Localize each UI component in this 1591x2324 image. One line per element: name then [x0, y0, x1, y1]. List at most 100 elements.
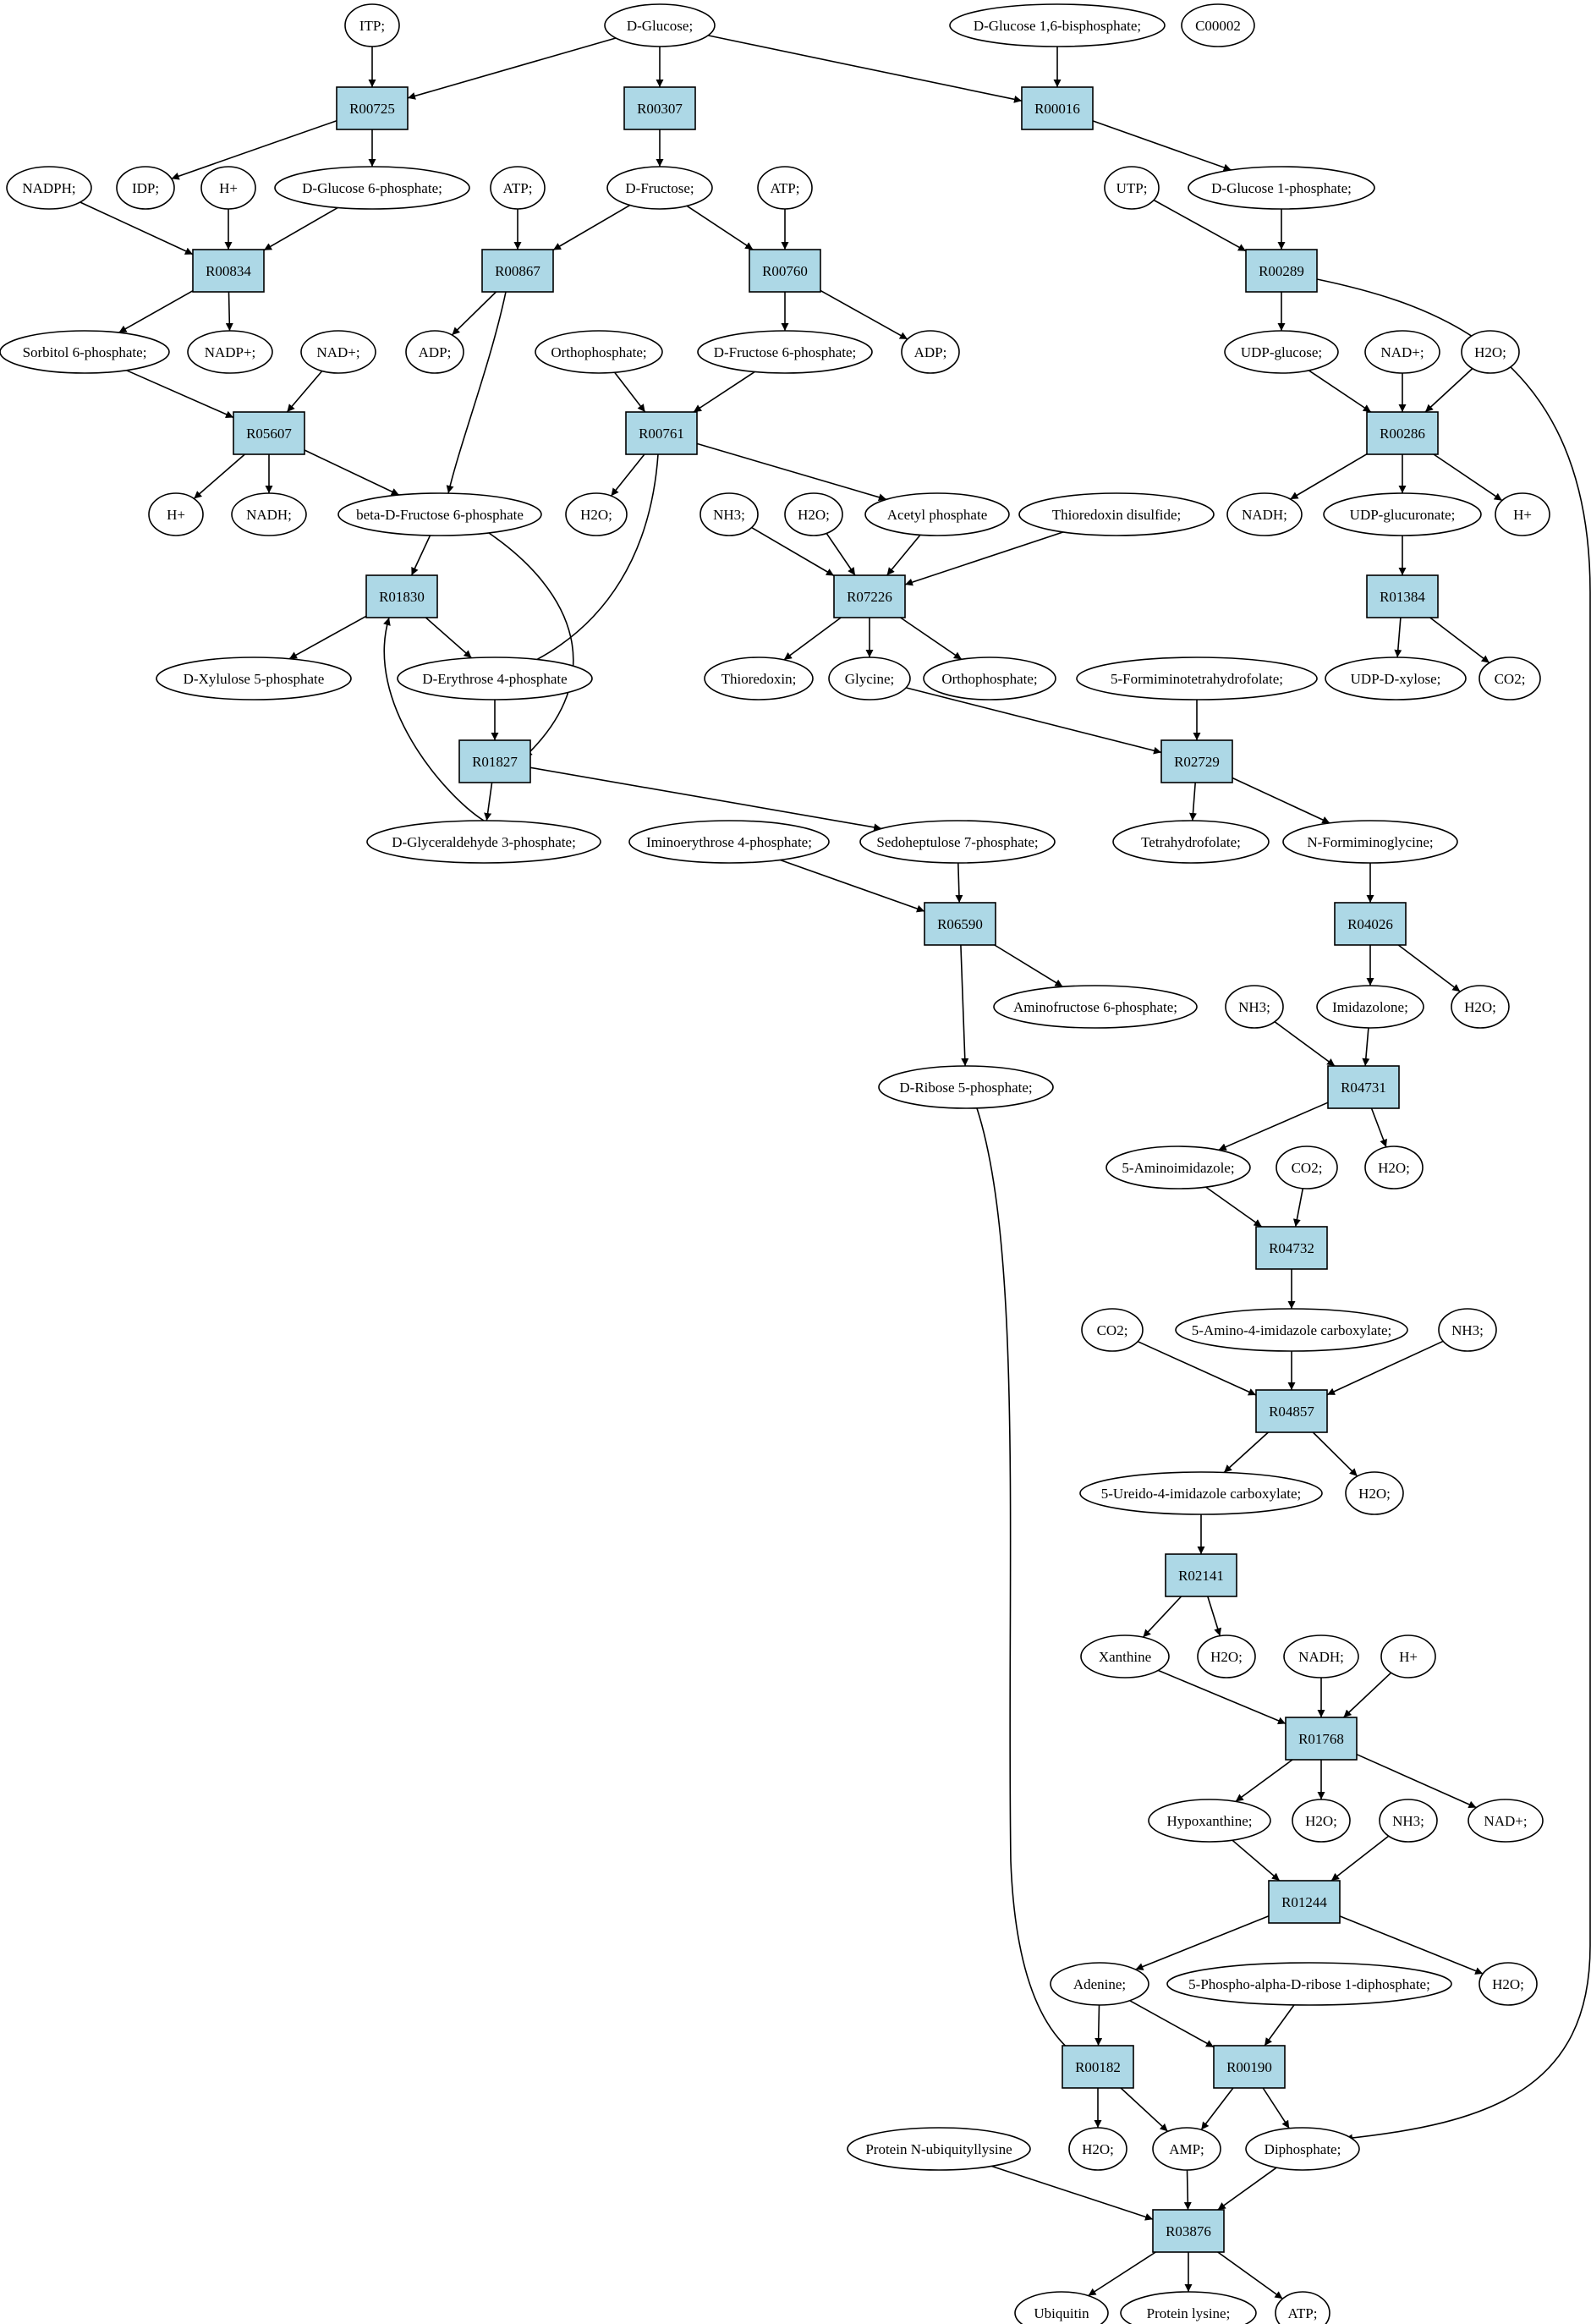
compound-node-co2_3[interactable]: CO2;	[1081, 1308, 1144, 1352]
compound-node-prpp[interactable]: 5-Phospho-alpha-D-ribose 1-diphosphate;	[1166, 1962, 1452, 2006]
compound-node-atp2[interactable]: ATP;	[757, 166, 813, 210]
compound-node-udpxylose[interactable]: UDP-D-xylose;	[1325, 657, 1467, 700]
compound-node-nadplus2[interactable]: NAD+;	[1364, 330, 1440, 374]
compound-node-co2_2[interactable]: CO2;	[1276, 1146, 1338, 1189]
reaction-node-r00016[interactable]: R00016	[1021, 86, 1094, 130]
reaction-node-r04731[interactable]: R04731	[1327, 1065, 1400, 1109]
reaction-node-r06590[interactable]: R06590	[924, 902, 996, 946]
compound-node-thf[interactable]: Tetrahydrofolate;	[1112, 820, 1270, 864]
compound-node-orthop2[interactable]: Orthophosphate;	[923, 657, 1056, 700]
compound-node-hplus1[interactable]: H+	[200, 166, 256, 210]
compound-node-amp[interactable]: AMP;	[1152, 2127, 1221, 2171]
compound-node-hplus3[interactable]: H+	[1495, 492, 1550, 536]
compound-node-udpglcur[interactable]: UDP-glucuronate;	[1323, 492, 1482, 536]
reaction-node-r02729[interactable]: R02729	[1160, 739, 1233, 783]
compound-node-itp[interactable]: ITP;	[344, 3, 400, 47]
compound-node-thioredoxin[interactable]: Thioredoxin;	[704, 657, 814, 700]
compound-node-nh3_2[interactable]: NH3;	[1225, 985, 1284, 1029]
compound-node-h2o5[interactable]: H2O;	[1364, 1146, 1424, 1189]
compound-node-nh3_3[interactable]: NH3;	[1438, 1308, 1497, 1352]
reaction-node-r00834[interactable]: R00834	[192, 249, 265, 293]
compound-node-h2o8[interactable]: H2O;	[1292, 1799, 1351, 1843]
compound-node-aicarbox[interactable]: 5-Amino-4-imidazole carboxylate;	[1175, 1308, 1408, 1352]
compound-node-s7p[interactable]: Sedoheptulose 7-phosphate;	[859, 820, 1056, 864]
compound-node-hplus4[interactable]: H+	[1380, 1634, 1436, 1678]
compound-node-h2o1[interactable]: H2O;	[1461, 330, 1520, 374]
compound-node-ubiquitin[interactable]: Ubiquitin	[1014, 2291, 1109, 2324]
compound-node-acetylp[interactable]: Acetyl phosphate	[864, 492, 1010, 536]
compound-node-adenine[interactable]: Adenine;	[1050, 1962, 1149, 2006]
compound-node-h2o6[interactable]: H2O;	[1345, 1471, 1404, 1515]
reaction-node-r03876[interactable]: R03876	[1152, 2209, 1225, 2253]
compound-node-atp1[interactable]: ATP;	[490, 166, 546, 210]
reaction-node-r01384[interactable]: R01384	[1366, 574, 1439, 618]
reaction-node-r00307[interactable]: R00307	[623, 86, 696, 130]
compound-node-nadpplus[interactable]: NADP+;	[187, 330, 273, 374]
reaction-node-r01827[interactable]: R01827	[458, 739, 531, 783]
compound-node-idp[interactable]: IDP;	[116, 166, 175, 210]
compound-node-nadh2[interactable]: NADH;	[1226, 492, 1303, 536]
reaction-node-r01768[interactable]: R01768	[1285, 1717, 1358, 1761]
reaction-node-r00761[interactable]: R00761	[625, 411, 698, 455]
compound-node-xanthine[interactable]: Xanthine	[1080, 1634, 1170, 1678]
reaction-node-r04732[interactable]: R04732	[1255, 1226, 1328, 1270]
compound-node-hplus2[interactable]: H+	[148, 492, 204, 536]
reaction-node-r00725[interactable]: R00725	[336, 86, 409, 130]
compound-node-dfructose[interactable]: D-Fructose;	[606, 166, 713, 210]
reaction-node-r01830[interactable]: R01830	[365, 574, 438, 618]
compound-node-h2o3[interactable]: H2O;	[784, 492, 843, 536]
compound-node-utp[interactable]: UTP;	[1104, 166, 1160, 210]
reaction-node-r00760[interactable]: R00760	[749, 249, 821, 293]
compound-node-glycine[interactable]: Glycine;	[828, 657, 911, 700]
compound-node-h2o7[interactable]: H2O;	[1197, 1634, 1256, 1678]
compound-node-nh3_1[interactable]: NH3;	[699, 492, 759, 536]
compound-node-nadplus1[interactable]: NAD+;	[300, 330, 376, 374]
reaction-node-r00182[interactable]: R00182	[1062, 2045, 1134, 2089]
compound-node-nadh1[interactable]: NADH;	[231, 492, 307, 536]
reaction-node-r00289[interactable]: R00289	[1245, 249, 1318, 293]
compound-node-nadplus3[interactable]: NAD+;	[1468, 1799, 1544, 1843]
compound-node-nh3_4[interactable]: NH3;	[1379, 1799, 1438, 1843]
compound-node-c00002[interactable]: C00002	[1181, 3, 1255, 47]
compound-node-imidazolone[interactable]: Imidazolone;	[1316, 985, 1424, 1029]
compound-node-plysine[interactable]: Protein lysine;	[1120, 2291, 1257, 2324]
compound-node-bdf6p[interactable]: beta-D-Fructose 6-phosphate	[337, 492, 542, 536]
compound-node-h2o4[interactable]: H2O;	[1451, 985, 1510, 1029]
compound-node-uicarbox[interactable]: 5-Ureido-4-imidazole carboxylate;	[1079, 1471, 1323, 1515]
compound-node-adp2[interactable]: ADP;	[901, 330, 960, 374]
compound-node-dglucose[interactable]: D-Glucose;	[604, 3, 716, 47]
compound-node-co2_1[interactable]: CO2;	[1479, 657, 1541, 700]
reaction-node-r01244[interactable]: R01244	[1268, 1880, 1341, 1924]
compound-node-dx5p[interactable]: D-Xylulose 5-phosphate	[156, 657, 352, 700]
reaction-node-r07226[interactable]: R07226	[833, 574, 906, 618]
compound-node-sorb6p[interactable]: Sorbitol 6-phosphate;	[0, 330, 170, 374]
compound-node-fthf[interactable]: 5-Formiminotetrahydrofolate;	[1076, 657, 1318, 700]
reaction-node-r05607[interactable]: R05607	[233, 411, 305, 455]
compound-node-aminoimid[interactable]: 5-Aminoimidazole;	[1105, 1146, 1251, 1189]
compound-node-dg16bp[interactable]: D-Glucose 1,6-bisphosphate;	[949, 3, 1166, 47]
compound-node-iminoe4p[interactable]: Iminoerythrose 4-phosphate;	[628, 820, 830, 864]
compound-node-nadph[interactable]: NADPH;	[6, 166, 92, 210]
reaction-node-r00867[interactable]: R00867	[481, 249, 554, 293]
compound-node-hypoxanthine[interactable]: Hypoxanthine;	[1148, 1799, 1271, 1843]
reaction-node-r04857[interactable]: R04857	[1255, 1389, 1328, 1433]
compound-node-h2o10[interactable]: H2O;	[1068, 2127, 1127, 2171]
compound-node-nfgly[interactable]: N-Formiminoglycine;	[1282, 820, 1458, 864]
compound-node-h2o2[interactable]: H2O;	[565, 492, 628, 536]
compound-node-pnul[interactable]: Protein N-ubiquityllysine	[847, 2127, 1031, 2171]
reaction-node-r02141[interactable]: R02141	[1165, 1553, 1237, 1597]
compound-node-nadh3[interactable]: NADH;	[1283, 1634, 1359, 1678]
compound-node-dg1p[interactable]: D-Glucose 1-phosphate;	[1188, 166, 1375, 210]
compound-node-de4p[interactable]: D-Erythrose 4-phosphate	[397, 657, 593, 700]
compound-node-dr5p[interactable]: D-Ribose 5-phosphate;	[878, 1065, 1054, 1109]
compound-node-adp1[interactable]: ADP;	[405, 330, 464, 374]
compound-node-orthop1[interactable]: Orthophosphate;	[535, 330, 663, 374]
reaction-node-r04026[interactable]: R04026	[1334, 902, 1407, 946]
compound-node-thiodis[interactable]: Thioredoxin disulfide;	[1018, 492, 1215, 536]
compound-node-dg6p[interactable]: D-Glucose 6-phosphate;	[274, 166, 470, 210]
compound-node-udpglucose[interactable]: UDP-glucose;	[1224, 330, 1339, 374]
compound-node-aminof6p[interactable]: Aminofructose 6-phosphate;	[993, 985, 1198, 1029]
compound-node-atp3[interactable]: ATP;	[1275, 2291, 1330, 2324]
compound-node-dga3p[interactable]: D-Glyceraldehyde 3-phosphate;	[366, 820, 601, 864]
compound-node-h2o9[interactable]: H2O;	[1479, 1962, 1538, 2006]
